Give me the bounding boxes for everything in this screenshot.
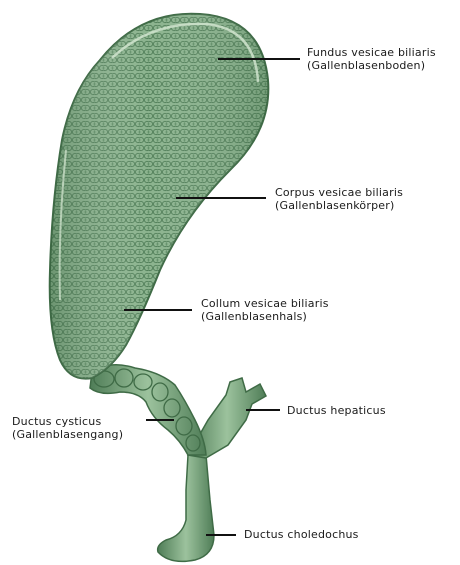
- label-fundus-latin: Fundus vesicae biliaris: [307, 46, 436, 59]
- label-collum-latin: Collum vesicae biliaris: [201, 297, 329, 310]
- label-choledochus-latin: Ductus choledochus: [244, 528, 359, 541]
- label-collum: Collum vesicae biliaris (Gallenblasenhal…: [201, 297, 329, 323]
- label-fundus: Fundus vesicae biliaris (Gallenblasenbod…: [307, 46, 436, 72]
- label-fundus-german: (Gallenblasenboden): [307, 59, 436, 72]
- label-cysticus-latin: Ductus cysticus: [12, 415, 123, 428]
- label-hepaticus: Ductus hepaticus: [287, 404, 386, 417]
- label-corpus-german: (Gallenblasenkörper): [275, 199, 403, 212]
- ductus-cysticus-shape: [90, 365, 206, 455]
- label-collum-german: (Gallenblasenhals): [201, 310, 329, 323]
- label-hepaticus-latin: Ductus hepaticus: [287, 404, 386, 417]
- label-corpus: Corpus vesicae biliaris (Gallenblasenkör…: [275, 186, 403, 212]
- label-corpus-latin: Corpus vesicae biliaris: [275, 186, 403, 199]
- label-choledochus: Ductus choledochus: [244, 528, 359, 541]
- ductus-choledochus-shape: [158, 455, 214, 561]
- label-cysticus: Ductus cysticus (Gallenblasengang): [12, 415, 123, 441]
- label-cysticus-german: (Gallenblasengang): [12, 428, 123, 441]
